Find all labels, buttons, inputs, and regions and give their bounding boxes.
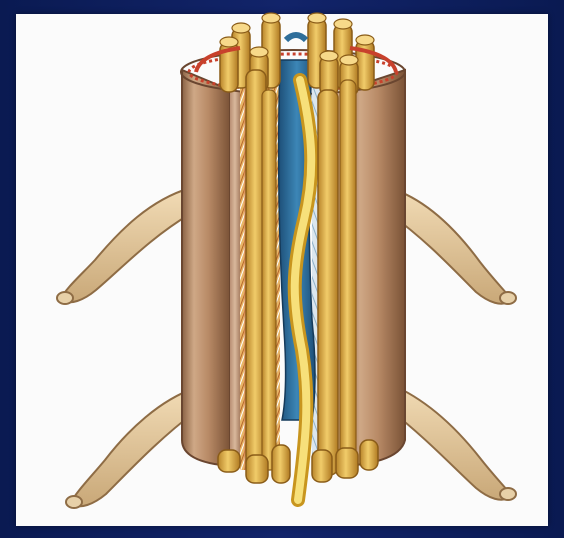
- left-upper-branch: [57, 188, 190, 304]
- right-upper-branch: [390, 188, 516, 304]
- left-lower-branch: [66, 388, 195, 508]
- right-lower-branch: [390, 384, 516, 500]
